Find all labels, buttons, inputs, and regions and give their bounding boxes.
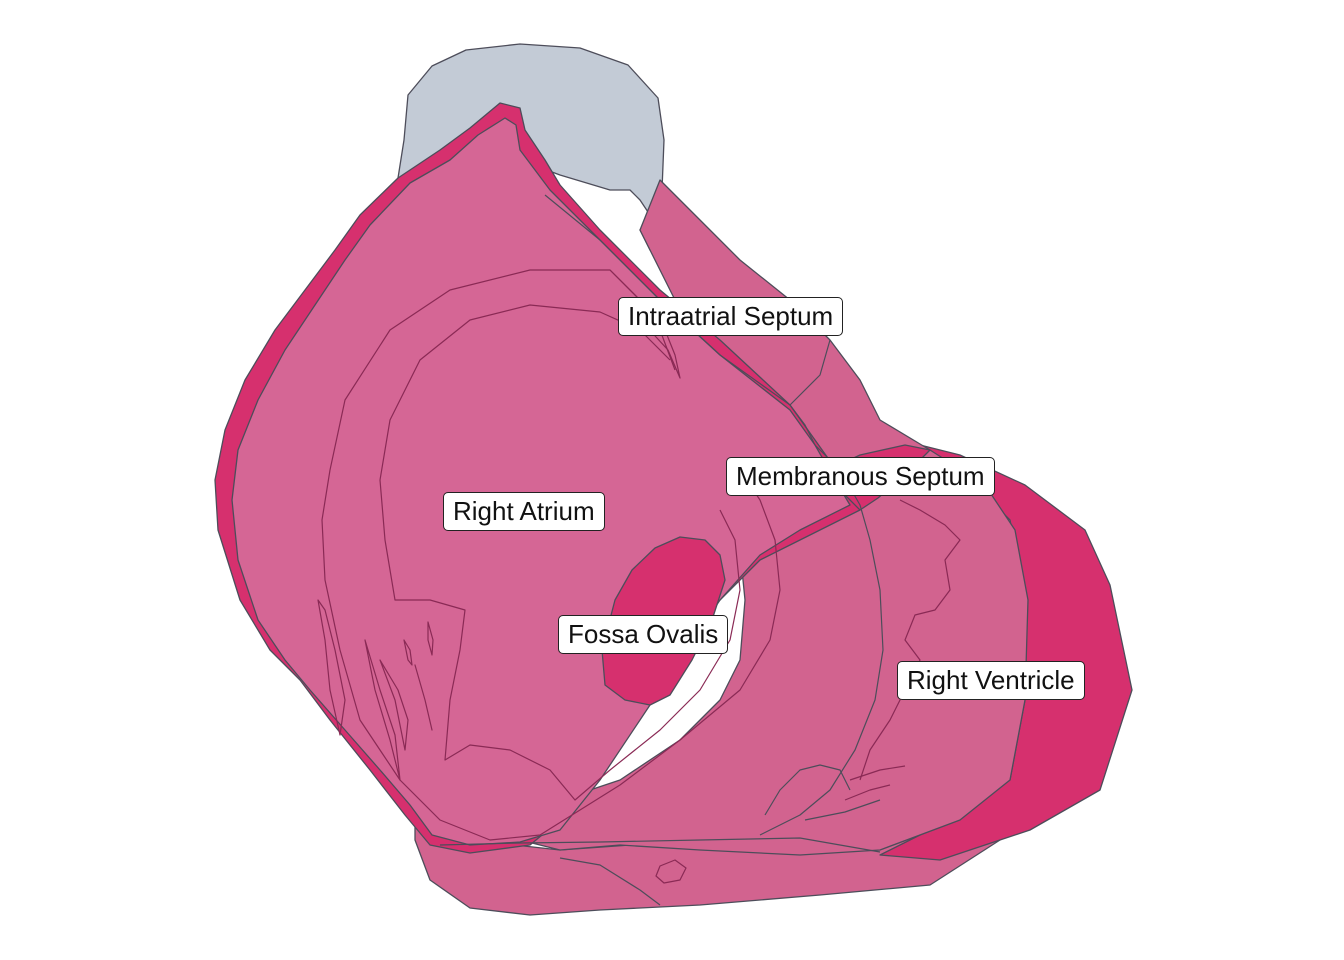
fossa-ovalis-label: Fossa Ovalis — [558, 615, 729, 654]
coronary-sinus-ostium — [655, 859, 687, 884]
atrial-outer-ring — [321, 469, 781, 841]
pectinate-muscle-4 — [403, 639, 413, 666]
ventricle-muscle-streak-3 — [804, 799, 881, 821]
pectinate-muscle-1 — [317, 599, 346, 736]
membranous-septum-label: Membranous Septum — [726, 457, 995, 496]
right-ventricle-label: Right Ventricle — [897, 661, 1085, 700]
pectinate-muscle-5 — [427, 621, 434, 656]
right-atrium-region — [231, 117, 851, 846]
ventricle-lower-curve — [764, 764, 851, 816]
pectinate-muscle-3 — [379, 659, 409, 751]
septum-edge-2 — [789, 339, 831, 406]
right-atrium-label: Right Atrium — [443, 492, 605, 531]
pectinate-muscle-2 — [364, 639, 401, 781]
inferior-fold-line — [559, 857, 661, 906]
ventricle-muscle-streak-2 — [844, 784, 891, 801]
pectinate-muscle-6 — [414, 664, 433, 731]
ventricle-muscle-streak-1 — [849, 765, 906, 781]
atrial-inner-ring-3 — [379, 479, 741, 801]
ventricle-trabecula-line — [859, 499, 961, 781]
intraatrial-septum-line — [544, 194, 816, 446]
intraatrial-septum-label: Intraatrial Septum — [618, 297, 844, 336]
lower-boundary-line — [439, 837, 881, 853]
